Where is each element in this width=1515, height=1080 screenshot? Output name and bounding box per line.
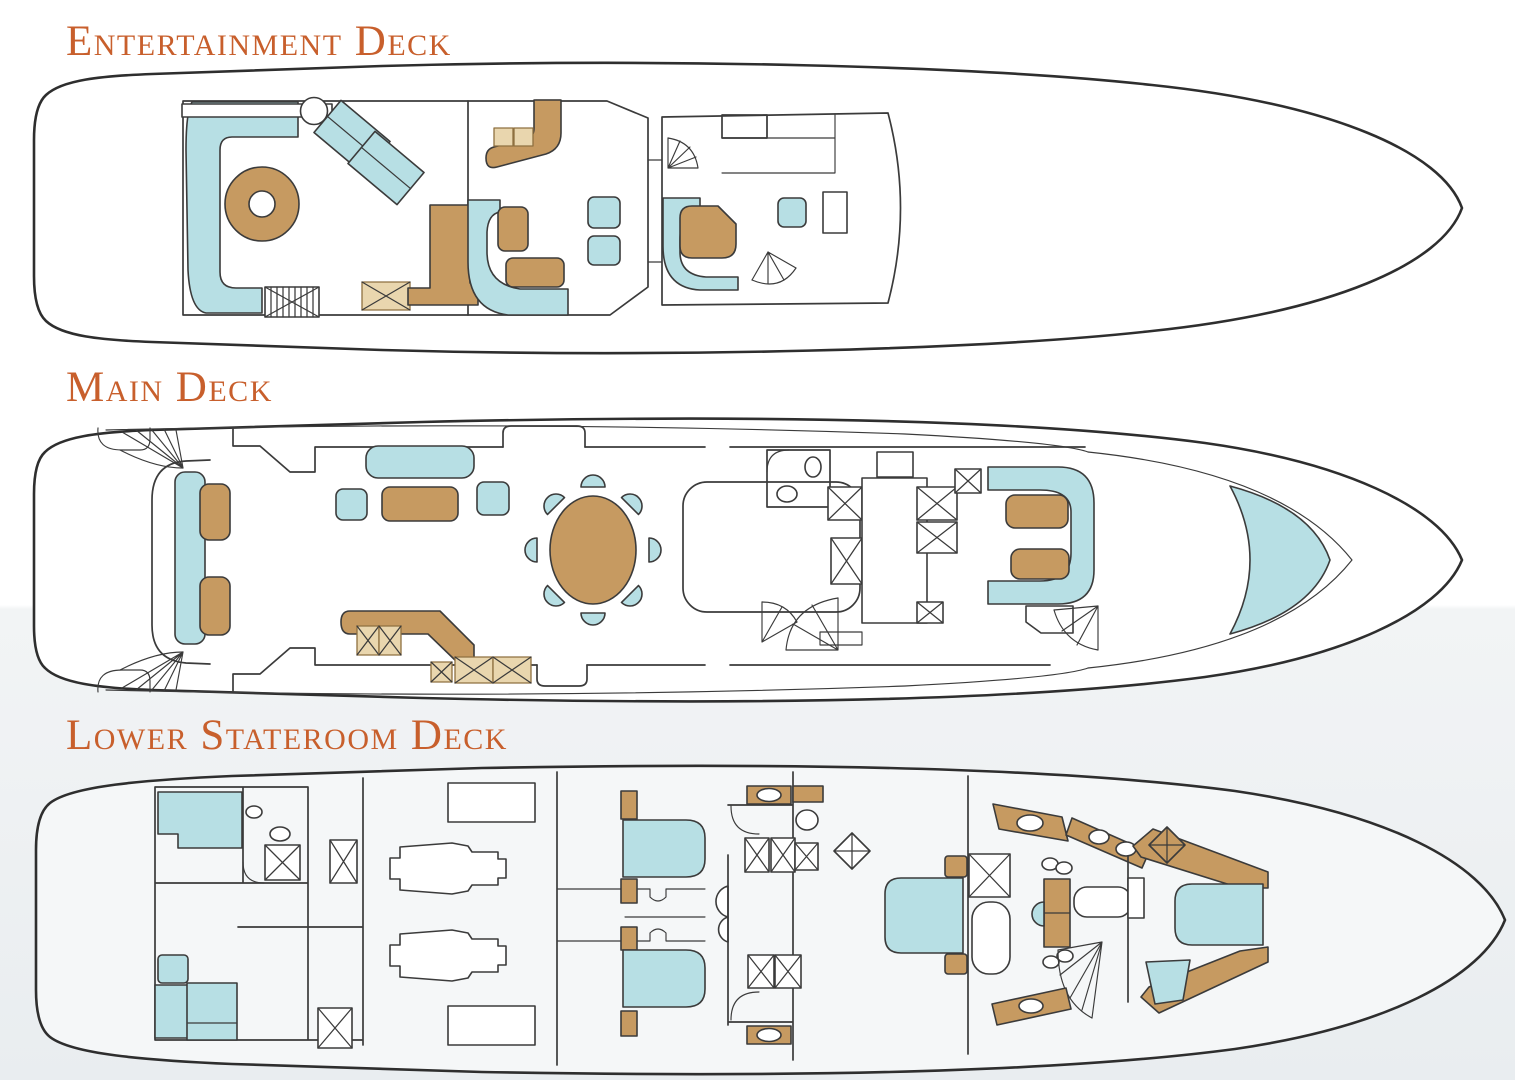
salon-armchair-2 <box>476 481 510 516</box>
vip-seat <box>1145 959 1191 1005</box>
vip-bed <box>1174 883 1264 946</box>
bow-seating <box>1229 485 1331 635</box>
crew-bunk <box>157 791 243 849</box>
guest-bed-2 <box>622 949 706 1008</box>
game-table <box>587 196 621 229</box>
salon-bar <box>340 610 532 684</box>
skylounge-sofa <box>467 199 569 316</box>
dumbwaiter-cabinet <box>361 281 411 311</box>
entertainment-deck-title: Entertainment Deck <box>66 18 452 65</box>
nightstand-2 <box>944 953 968 975</box>
main-deck-title: Main Deck <box>66 364 273 411</box>
main-deck-plan <box>32 417 1464 703</box>
dinette-table <box>1005 494 1069 529</box>
nightstand <box>944 855 968 878</box>
vanity-stool <box>1031 901 1045 927</box>
crew-quarters <box>154 777 364 1049</box>
guest-staterooms <box>556 771 802 1061</box>
engine-room <box>389 771 558 1066</box>
dinette-table-2 <box>1010 548 1070 580</box>
midship-stairs <box>761 597 863 651</box>
stairs-down-hatch <box>264 286 320 318</box>
bathtub <box>971 901 1011 975</box>
crew-bunks-aft <box>154 982 238 1041</box>
sun-pads <box>313 99 425 206</box>
pilothouse-game-table <box>777 197 807 228</box>
bulwark-lines <box>97 425 1353 695</box>
aft-table <box>199 483 231 541</box>
master-stateroom <box>792 775 1150 1055</box>
pilothouse-stairs <box>667 137 699 169</box>
entertainment-deck-plan <box>32 61 1464 355</box>
day-head <box>766 449 831 508</box>
aft-wraparound-settee <box>185 101 299 314</box>
foyer-spiral-stairs <box>1053 605 1099 651</box>
lower-stateroom-deck-plan <box>34 764 1507 1076</box>
aft-table-2 <box>199 576 231 636</box>
dining-area <box>524 474 662 626</box>
hull-outline <box>32 417 1464 703</box>
vip-stateroom <box>1127 826 1269 1014</box>
salon-sofa <box>365 445 475 479</box>
galley-appliances <box>827 451 982 624</box>
dining-table <box>549 495 637 605</box>
crew-bunk-2 <box>157 954 189 984</box>
skylounge-bar <box>485 99 562 169</box>
salon-armchair <box>335 488 368 521</box>
pilothouse-table <box>679 205 737 259</box>
round-table-center <box>248 190 276 218</box>
pilothouse-spiral-stairs <box>751 251 797 285</box>
aft-deck-stairs <box>119 428 184 692</box>
guest-bed <box>622 819 706 878</box>
aft-settee-cushion <box>174 471 206 645</box>
salon-coffee-table <box>381 486 459 522</box>
master-bed <box>884 877 964 954</box>
aft-settee-outline <box>151 459 211 665</box>
sofa-coffee-table <box>505 257 565 288</box>
sofa-end-table <box>497 206 529 252</box>
lower-stateroom-deck-title: Lower Stateroom Deck <box>66 712 508 759</box>
engine <box>389 842 507 895</box>
hull-outline <box>32 61 1464 355</box>
chart-table <box>822 191 848 234</box>
game-table-2 <box>587 235 621 266</box>
bar-table <box>299 96 329 126</box>
